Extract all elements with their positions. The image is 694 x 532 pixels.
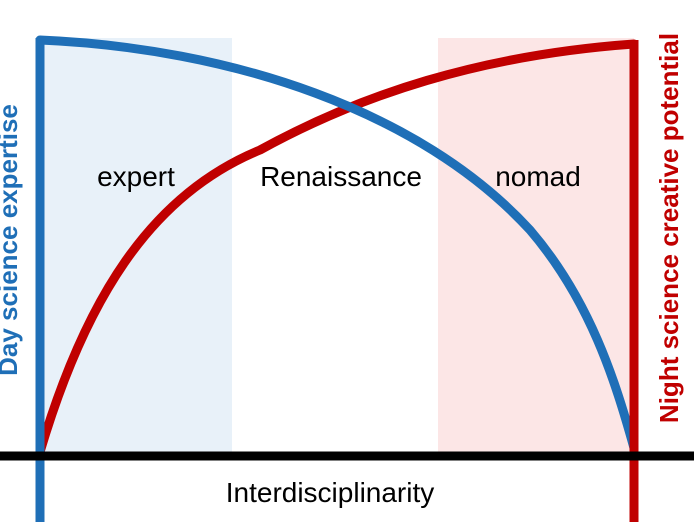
- region-label-nomad: nomad: [495, 161, 581, 192]
- x-axis-label: Interdisciplinarity: [226, 477, 435, 508]
- right-axis-label: Night science creative potential: [654, 33, 684, 423]
- left-axis-label: Day science expertise: [0, 104, 23, 376]
- region-label-expert: expert: [97, 161, 175, 192]
- region-label-renaissance: Renaissance: [260, 161, 422, 192]
- expertise-curve: [35, 35, 639, 453]
- nomad-region-shade: [438, 38, 634, 456]
- creative-potential-curve: [35, 39, 639, 457]
